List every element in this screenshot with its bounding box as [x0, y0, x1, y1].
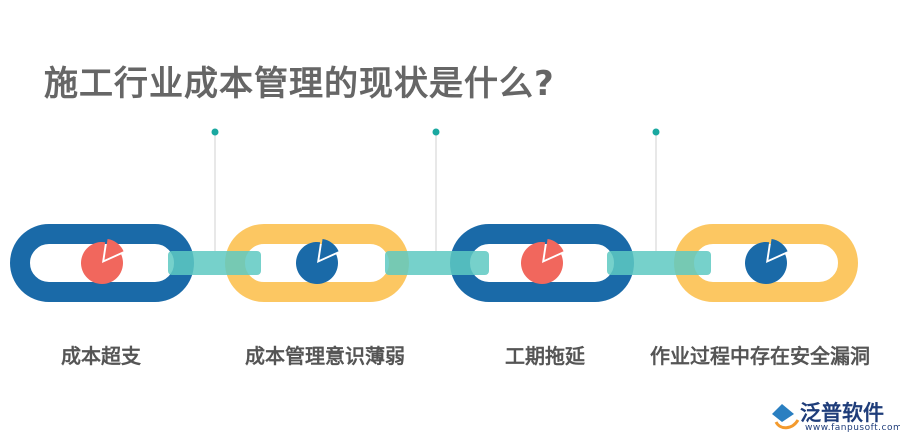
pie-chart-icon-4	[745, 239, 788, 285]
pointer-dot-3	[652, 128, 660, 136]
pie-main	[745, 242, 787, 285]
connector-bar-3	[607, 251, 711, 275]
pie-wedge	[768, 239, 788, 260]
pie-main	[81, 242, 123, 284]
pie-main	[521, 242, 563, 284]
label-weak-awareness: 成本管理意识薄弱	[245, 344, 405, 368]
label-delay: 工期拖延	[505, 344, 585, 368]
connector-bar-1	[168, 251, 261, 275]
pie-wedge	[544, 239, 564, 260]
pie-chart-icon-1	[81, 239, 124, 284]
pointer-dot-1	[211, 128, 219, 136]
connector-bar-2	[385, 251, 489, 275]
pie-wedge	[104, 239, 124, 260]
pie-wedge	[319, 239, 339, 260]
fanpu-logo-icon	[772, 404, 800, 430]
label-cost-overrun: 成本超支	[61, 344, 141, 368]
pie-main	[296, 242, 338, 284]
logo-name: 泛普软件	[800, 401, 884, 425]
pie-chart-icon-2	[296, 239, 339, 284]
pie-chart-icon-3	[521, 239, 564, 284]
logo-url: www.fanpusoft.com	[805, 423, 900, 433]
pointer-dot-2	[432, 128, 440, 136]
page-title: 施工行业成本管理的现状是什么?	[44, 64, 555, 104]
label-safety-holes: 作业过程中存在安全漏洞	[650, 344, 870, 368]
